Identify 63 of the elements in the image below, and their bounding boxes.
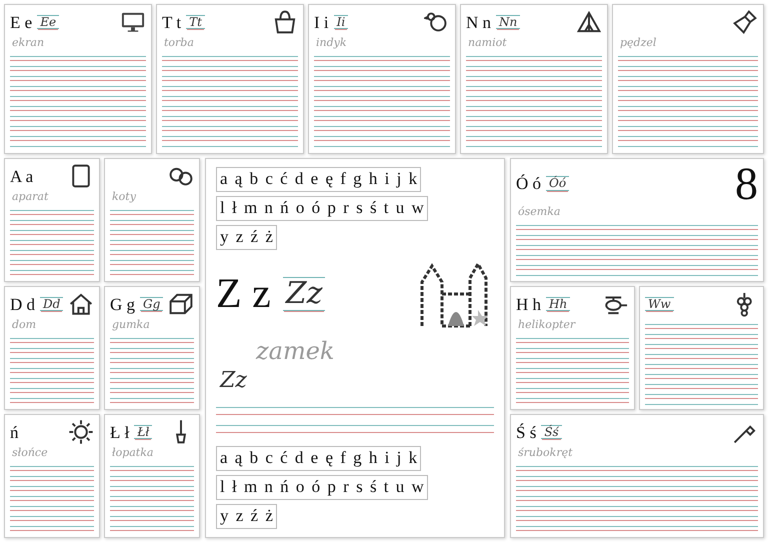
worksheet-card: [4, 4, 152, 154]
word-label: koty: [111, 191, 137, 204]
letter-heading: ń: [10, 424, 18, 440]
word-label: helikopter: [517, 319, 577, 332]
letter-heading: E e: [10, 14, 32, 30]
word-label: torba: [163, 37, 195, 50]
letter-heading: Ó ó: [516, 175, 542, 192]
letter-heading: Ś ś: [516, 424, 536, 440]
word-label: namiot: [467, 37, 508, 50]
worksheet-card: [460, 4, 608, 154]
word-label: zamek: [254, 338, 336, 364]
alphabet-row: l ł m n ń o ó p r s ś t u w: [216, 475, 428, 500]
alphabet-row: a ą b c ć d e ę f g h i j k: [216, 167, 422, 192]
letter-heading: H h: [516, 296, 542, 312]
alphabet-row: y z ź ż: [216, 504, 277, 529]
word-label: aparat: [11, 191, 50, 204]
word-label: słońce: [11, 447, 49, 460]
cursive-letter: Ii: [334, 14, 348, 30]
worksheet-card: [104, 286, 200, 410]
worksheet-card: [510, 286, 635, 410]
word-label: ósemka: [517, 206, 562, 218]
worksheet-card: [612, 4, 764, 154]
worksheet-card: [104, 414, 200, 538]
word-label: gumka: [111, 319, 151, 332]
letter-heading: I i: [314, 14, 329, 30]
word-label: łopatka: [111, 447, 154, 460]
worksheet-card: [510, 414, 764, 538]
digit-picture: 8: [735, 163, 758, 204]
letter-heading: G g: [110, 296, 136, 312]
worksheet-card: [156, 4, 304, 154]
word-label: pędzel: [619, 37, 658, 50]
letter-heading: Z z: [216, 272, 271, 315]
worksheet-card: [205, 158, 505, 538]
cursive-letter: Dd: [40, 296, 64, 312]
cursive-letter: Gg: [140, 296, 164, 312]
letter-heading: N n: [466, 14, 492, 30]
cursive-letter: Zz: [282, 277, 326, 311]
word-label: dom: [11, 319, 38, 332]
cursive-letter: Hh: [546, 296, 570, 312]
alphabet-row: a ą b c ć d e ę f g h i j k: [216, 446, 422, 472]
letter-heading: D d: [10, 296, 36, 312]
cursive-letter: Óó: [546, 176, 570, 191]
cursive-letter: Ee: [37, 14, 60, 30]
alphabet-row: l ł m n ń o ó p r s ś t u w: [216, 196, 428, 221]
cursive-letter: Nn: [496, 14, 520, 30]
cursive-letter: Łł: [134, 424, 152, 440]
letter-heading: T t: [162, 14, 182, 30]
word-label: śrubokręt: [517, 447, 574, 460]
worksheet-card: [4, 286, 100, 410]
cursive-letter: Tt: [186, 14, 205, 30]
worksheet-card: [4, 414, 100, 538]
word-label: ekran: [11, 37, 46, 50]
worksheet-card: [510, 158, 764, 282]
worksheet-card: [308, 4, 456, 154]
alphabet-row: y z ź ż: [216, 224, 277, 250]
letter-heading: Ł ł: [110, 424, 130, 440]
worksheet-card: [4, 158, 100, 282]
word-label: indyk: [315, 37, 348, 50]
cursive-letter: Śś: [541, 424, 562, 440]
cursive-letter: Ww: [645, 296, 674, 312]
worksheet-card: [639, 286, 764, 410]
letter-heading: A a: [10, 168, 34, 184]
worksheet-card: [104, 158, 200, 282]
